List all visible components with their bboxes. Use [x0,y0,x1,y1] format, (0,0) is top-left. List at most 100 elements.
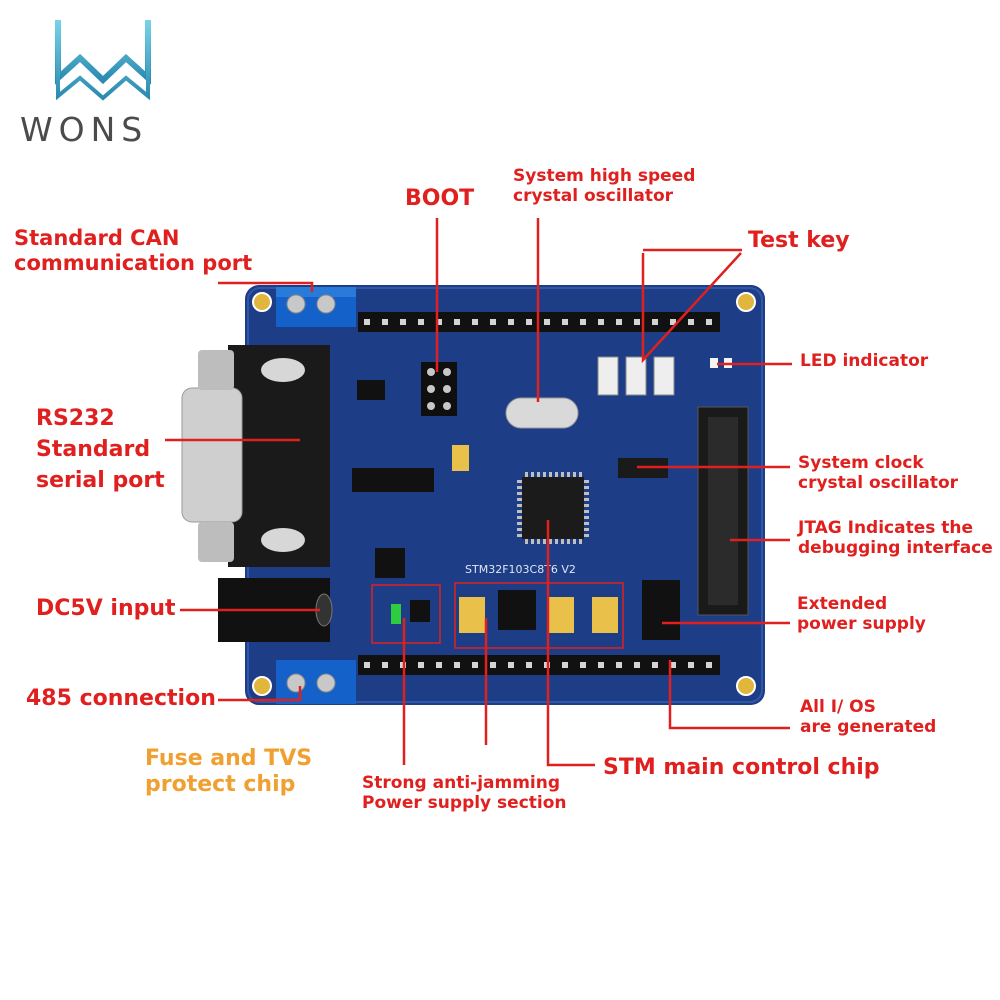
header-pin [634,662,640,668]
mcu-leg [537,539,540,544]
header-pin [382,662,388,668]
header-pin [688,662,694,668]
brand-name: WONS [20,110,149,149]
mcu-leg [531,472,534,477]
header-pin [544,319,550,325]
header-pin [364,662,370,668]
header-pin [562,319,568,325]
header-pin [670,319,676,325]
header-pin [454,662,460,668]
mcu-leg [517,486,522,489]
mcu-leg [561,539,564,544]
mcu-leg [584,522,589,525]
mcu-leg [584,498,589,501]
header-pin [472,662,478,668]
header-pin [526,319,532,325]
label-stm: STM main control chip [603,755,880,780]
mcu-leg [517,510,522,513]
mcu-leg [573,472,576,477]
mcu-leg [537,472,540,477]
mcu-leg [567,539,570,544]
mcu-leg [555,472,558,477]
fuse-section [371,584,441,644]
ext-power-pins [642,580,680,640]
mcu-leg [549,539,552,544]
mcu-leg [517,534,522,537]
header-pin [490,319,496,325]
jtag-header [697,406,749,616]
header-pin [652,662,658,668]
mcu-leg [517,528,522,531]
mcu-leg [517,516,522,519]
mcu-leg [584,534,589,537]
mcu-leg [584,486,589,489]
mcu-leg [579,472,582,477]
mcu-leg [543,472,546,477]
mcu-leg [584,510,589,513]
mcu-leg [517,522,522,525]
label-led: LED indicator [800,351,929,371]
label-rs485: 485 connection [26,686,216,711]
header-pin [598,662,604,668]
header-pin [490,662,496,668]
header-pin [616,662,622,668]
header-pin [418,662,424,668]
bottom-pin-header [358,655,720,675]
mcu-leg [525,539,528,544]
db9-connector [181,345,330,567]
mcu-leg [517,480,522,483]
header-pin [382,319,388,325]
can-terminal [276,287,356,327]
mcu-leg [517,504,522,507]
mcu-silk: STM32F103C8T6 V2 [465,563,576,576]
label-boot: BOOT [405,186,475,211]
test-keys [597,356,675,396]
mcu-chip [517,472,589,544]
mcu-leg [555,539,558,544]
mcu-leg [584,516,589,519]
mcu-leg [517,492,522,495]
header-pin [526,662,532,668]
leader-lines [165,218,792,767]
mcu-leg [579,539,582,544]
header-pin [598,319,604,325]
header-pin [688,319,694,325]
label-dc5v: DC5V input [36,596,176,621]
mcu-leg [573,539,576,544]
header-pin [508,319,514,325]
header-pin [364,319,370,325]
mcu-leg [561,472,564,477]
rs485-terminal [276,660,356,704]
mcu-leg [525,472,528,477]
header-pin [400,319,406,325]
header-pin [652,319,658,325]
header-pin [418,319,424,325]
mcu-leg [584,492,589,495]
header-pin [670,662,676,668]
mcu-leg [584,480,589,483]
header-pin [634,319,640,325]
header-pin [562,662,568,668]
mcu-leg [543,539,546,544]
header-pin [472,319,478,325]
boot-jumpers [421,362,457,416]
header-pin [706,662,712,668]
header-pin [454,319,460,325]
mcu-leg [567,472,570,477]
mcu-leg [517,498,522,501]
mcu-leg [549,472,552,477]
header-pin [706,319,712,325]
mcu-leg [531,539,534,544]
header-pin [436,319,442,325]
power-section [454,582,624,649]
mcu-leg [584,504,589,507]
header-pin [508,662,514,668]
